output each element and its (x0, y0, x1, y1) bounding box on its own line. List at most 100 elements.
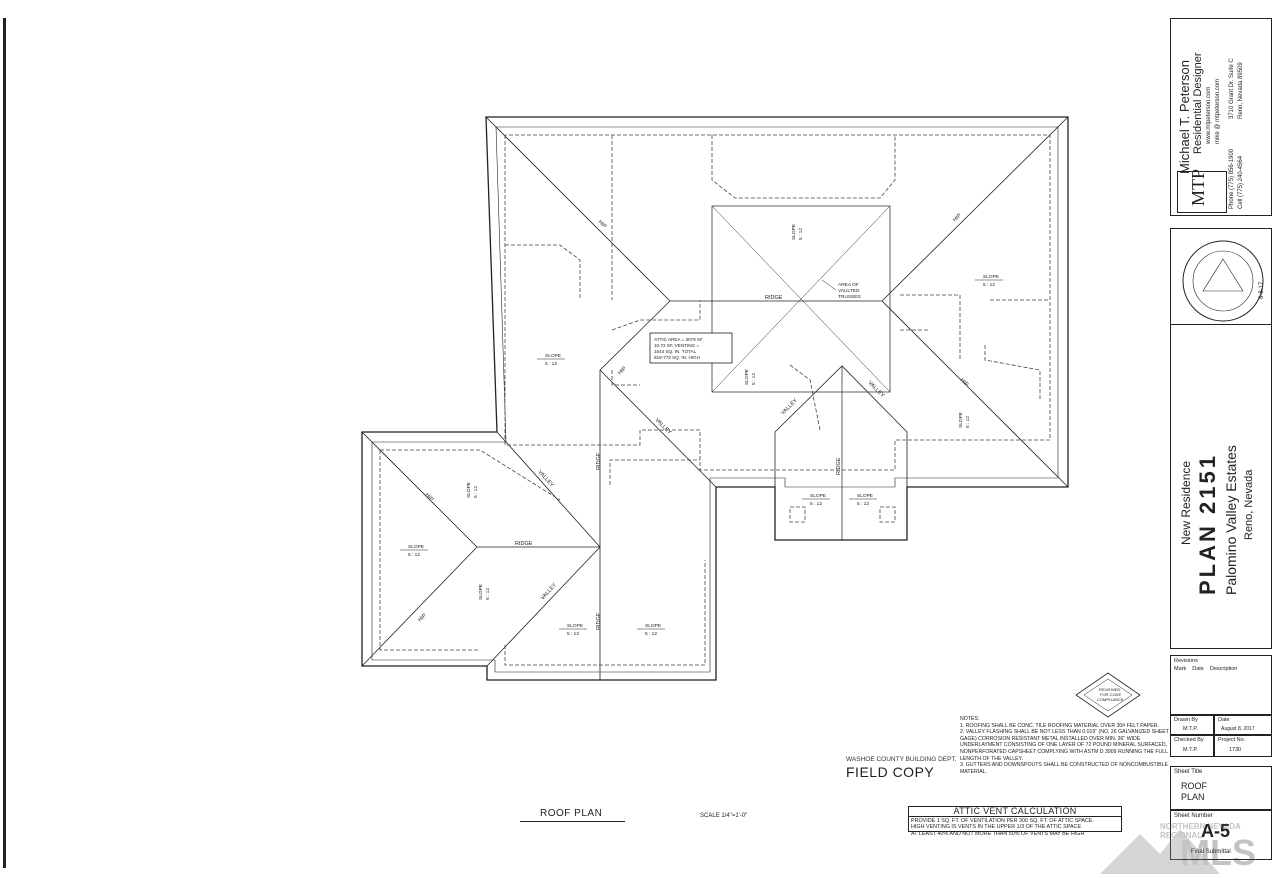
sheet-title: PLAN (1181, 792, 1205, 802)
seal-date: 8-8-17 (1259, 281, 1265, 299)
svg-text:5 : 12: 5 : 12 (965, 416, 971, 428)
attic-vent-calculation: ATTIC VENT CALCULATION PROVIDE 1 SQ. FT.… (908, 806, 1122, 837)
valley-line (496, 431, 601, 548)
attic-vent-title: ATTIC VENT CALCULATION (909, 807, 1121, 817)
hip-line (485, 116, 671, 302)
valley-line (486, 546, 601, 667)
svg-text:SLOPE: SLOPE (958, 412, 964, 428)
project-location: Reno, Nevada (1243, 469, 1255, 540)
sheet-title: ROOF (1181, 781, 1207, 791)
field-copy-stamp: FIELD COPY (846, 764, 935, 780)
svg-text:5 : 12: 5 : 12 (408, 552, 420, 558)
date-box: Date August 8, 2017 (1214, 715, 1272, 735)
hip-line (881, 300, 1069, 488)
attic-area-text: 10.72 SF. VENTING = (654, 343, 699, 348)
svg-text:SLOPE: SLOPE (791, 224, 797, 240)
designer-address: 3710 Grant Dr. Suite C (1229, 58, 1235, 119)
ridge-label: RIDGE (836, 457, 842, 475)
attic-vent-line: PROVIDE 1 SQ. FT. OF VENTILATION PER 300… (911, 818, 1095, 824)
designer-phone: Phone (775) 856-1900 (1229, 148, 1235, 209)
attic-area-text: 1544 SQ. IN. TOTAL (654, 349, 697, 354)
designer-name: Michael T. Peterson (1177, 60, 1192, 174)
valley-line (599, 369, 717, 488)
seal-box: 8-8-17 (1170, 228, 1272, 331)
review-stamp: REVIEWED FOR CODE COMPLIANCE (1075, 672, 1141, 718)
ridge-label: RIDGE (765, 295, 783, 301)
svg-text:5 : 12: 5 : 12 (485, 588, 491, 600)
hip-label: HIP (597, 219, 608, 230)
hip-line (881, 116, 1069, 302)
ridge-label: RIDGE (596, 452, 602, 470)
svg-text:SLOPE: SLOPE (408, 544, 424, 550)
hip-label: HIP (617, 365, 628, 376)
svg-text:5 : 12: 5 : 12 (645, 631, 657, 637)
ridge-label: RIDGE (596, 612, 602, 630)
designer-title: Residential Designer (1192, 52, 1204, 155)
note-item: 3. GUTTERS AND DOWNSPOUTS SHALL BE CONST… (960, 762, 1168, 775)
vaulted-label: VAULTED (838, 288, 860, 294)
ridge-label: RIDGE (515, 541, 533, 547)
svg-text:SLOPE: SLOPE (857, 493, 873, 499)
sheet-number: A-5 (1201, 821, 1231, 841)
sheet-left-edge (3, 18, 6, 868)
svg-text:COMPLIANCE: COMPLIANCE (1097, 697, 1124, 702)
hip-label: HIP (417, 612, 428, 623)
svg-text:SLOPE: SLOPE (983, 274, 999, 280)
plan-name: PLAN 2151 (1195, 453, 1220, 595)
eave-line (371, 126, 1059, 673)
hip-label: HIP (424, 492, 435, 503)
svg-text:SLOPE: SLOPE (545, 353, 561, 359)
hip-line (361, 431, 478, 548)
submittal-status: Final Submittal (1191, 849, 1231, 855)
county-stamp: WASHOE COUNTY BUILDING DEPT. (846, 756, 957, 763)
revisions-label: Revisions (1174, 658, 1198, 664)
svg-text:5 : 12: 5 : 12 (810, 501, 822, 507)
hip-label: HIP (959, 377, 970, 388)
subdivision: Palomino Valley Estates (1223, 445, 1239, 595)
svg-text:SLOPE: SLOPE (567, 623, 583, 629)
vaulted-area (711, 205, 891, 393)
plan-scale: SCALE 1/4"=1'-0" (700, 813, 748, 819)
designer-city: Reno, Nevada 89509 (1238, 62, 1244, 119)
svg-text:FOR CODE: FOR CODE (1100, 692, 1121, 697)
slope-marker: SLOPE 5 : 12 (400, 544, 428, 558)
svg-text:SLOPE: SLOPE (466, 482, 472, 498)
sheet-number-box: Sheet Number A-5 Final Submittal (1170, 810, 1272, 860)
title-block: Michael T. Peterson Residential Designer… (1170, 18, 1272, 868)
designer-cell: Cell (775) 240-4564 (1238, 155, 1244, 209)
attic-vent-line: AT LEAST 40% AND NOT MORE THAN 50% OF VE… (911, 830, 1085, 837)
mtp-logo: MTP (1177, 169, 1227, 213)
roof-plan-drawing: RIDGE RIDGE RIDGE RIDGE RIDGE HIP HIP HI… (361, 116, 1141, 718)
svg-text:SLOPE: SLOPE (744, 369, 750, 385)
notes: NOTES: 1. ROOFING SHALL BE CONC. TILE RO… (960, 716, 1170, 775)
svg-text:SLOPE: SLOPE (810, 493, 826, 499)
vaulted-label: TRUSSES (838, 294, 861, 300)
hip-label: HIP (952, 212, 963, 223)
svg-text:5 : 12: 5 : 12 (751, 373, 757, 385)
notes-heading: NOTES: (960, 716, 980, 722)
svg-text:5 : 12: 5 : 12 (857, 501, 869, 507)
mls-line1: NORTHERN NEVADA REGIONAL (1160, 822, 1241, 840)
professional-seal (1182, 240, 1264, 322)
entry-gable (774, 365, 908, 487)
note-item: 2. VALLEY FLASHING SHALL BE NOT LESS THA… (960, 729, 1169, 762)
attic-vent-line: HIGH VENTING IS VENTS IN THE UPPER 1/3 O… (911, 824, 1082, 831)
wall-dashes (379, 134, 1051, 666)
roof-outline (361, 116, 1069, 681)
checked-by-box: Checked By M.T.P. (1170, 735, 1214, 757)
valley-line (599, 300, 671, 371)
plan-title: ROOF PLAN (540, 808, 603, 819)
note-item: 1. ROOFING SHALL BE CONC. TILE ROOFING M… (960, 722, 1159, 729)
slope-marker: SLOPE 5 : 12 (849, 493, 877, 507)
svg-text:5 : 12: 5 : 12 (567, 631, 579, 637)
svg-text:5 : 12: 5 : 12 (473, 486, 479, 498)
sheet-title-box: Sheet Title ROOF PLAN (1170, 766, 1272, 810)
